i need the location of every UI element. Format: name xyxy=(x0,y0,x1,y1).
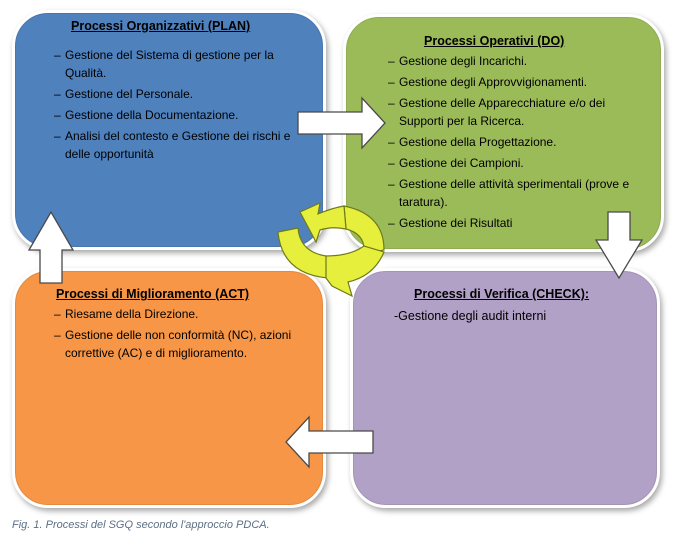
plan-item: Gestione del Sistema di gestione per la … xyxy=(54,46,300,82)
do-items: Gestione degli Incarichi. Gestione degli… xyxy=(388,52,638,235)
cycle-arrows xyxy=(277,201,385,298)
do-item: Gestione dei Risultati xyxy=(388,214,638,232)
act-item: Riesame della Direzione. xyxy=(54,305,300,323)
do-item: Gestione delle Apparecchiature e/o dei S… xyxy=(388,94,638,130)
check-items: -Gestione degli audit interni xyxy=(394,307,634,328)
cycle-arrow-top-icon xyxy=(299,201,347,244)
plan-title: Processi Organizzativi (PLAN) xyxy=(71,19,251,33)
act-title: Processi di Miglioramento (ACT) xyxy=(56,287,250,301)
cycle-arrow-bottom-icon xyxy=(325,245,385,298)
plan-item: Gestione del Personale. xyxy=(54,85,300,103)
arrow-left-icon xyxy=(285,415,374,469)
check-quadrant xyxy=(350,268,660,508)
check-title: Processi di Verifica (CHECK): xyxy=(414,287,590,301)
figure-caption: Fig. 1. Processi del SGQ secondo l'appro… xyxy=(12,519,270,531)
arrow-right-icon xyxy=(297,96,386,150)
plan-item: Analisi del contesto e Gestione dei risc… xyxy=(54,127,300,163)
act-item: Gestione delle non conformità (NC), azio… xyxy=(54,326,300,362)
do-item: Gestione degli Approvvigionamenti. xyxy=(388,73,638,91)
do-item: Gestione degli Incarichi. xyxy=(388,52,638,70)
plan-items: Gestione del Sistema di gestione per la … xyxy=(54,46,300,166)
do-item: Gestione dei Campioni. xyxy=(388,154,638,172)
do-item: Gestione della Progettazione. xyxy=(388,133,638,151)
cycle-arrow-bottom-icon xyxy=(277,227,329,279)
arrow-down-icon xyxy=(594,211,644,280)
do-item: Gestione delle attività sperimentali (pr… xyxy=(388,175,638,211)
act-items: Riesame della Direzione. Gestione delle … xyxy=(54,305,300,365)
do-title: Processi Operativi (DO) xyxy=(424,34,565,48)
arrow-up-icon xyxy=(27,210,75,284)
plan-item: Gestione della Documentazione. xyxy=(54,106,300,124)
check-item: -Gestione degli audit interni xyxy=(394,309,547,323)
